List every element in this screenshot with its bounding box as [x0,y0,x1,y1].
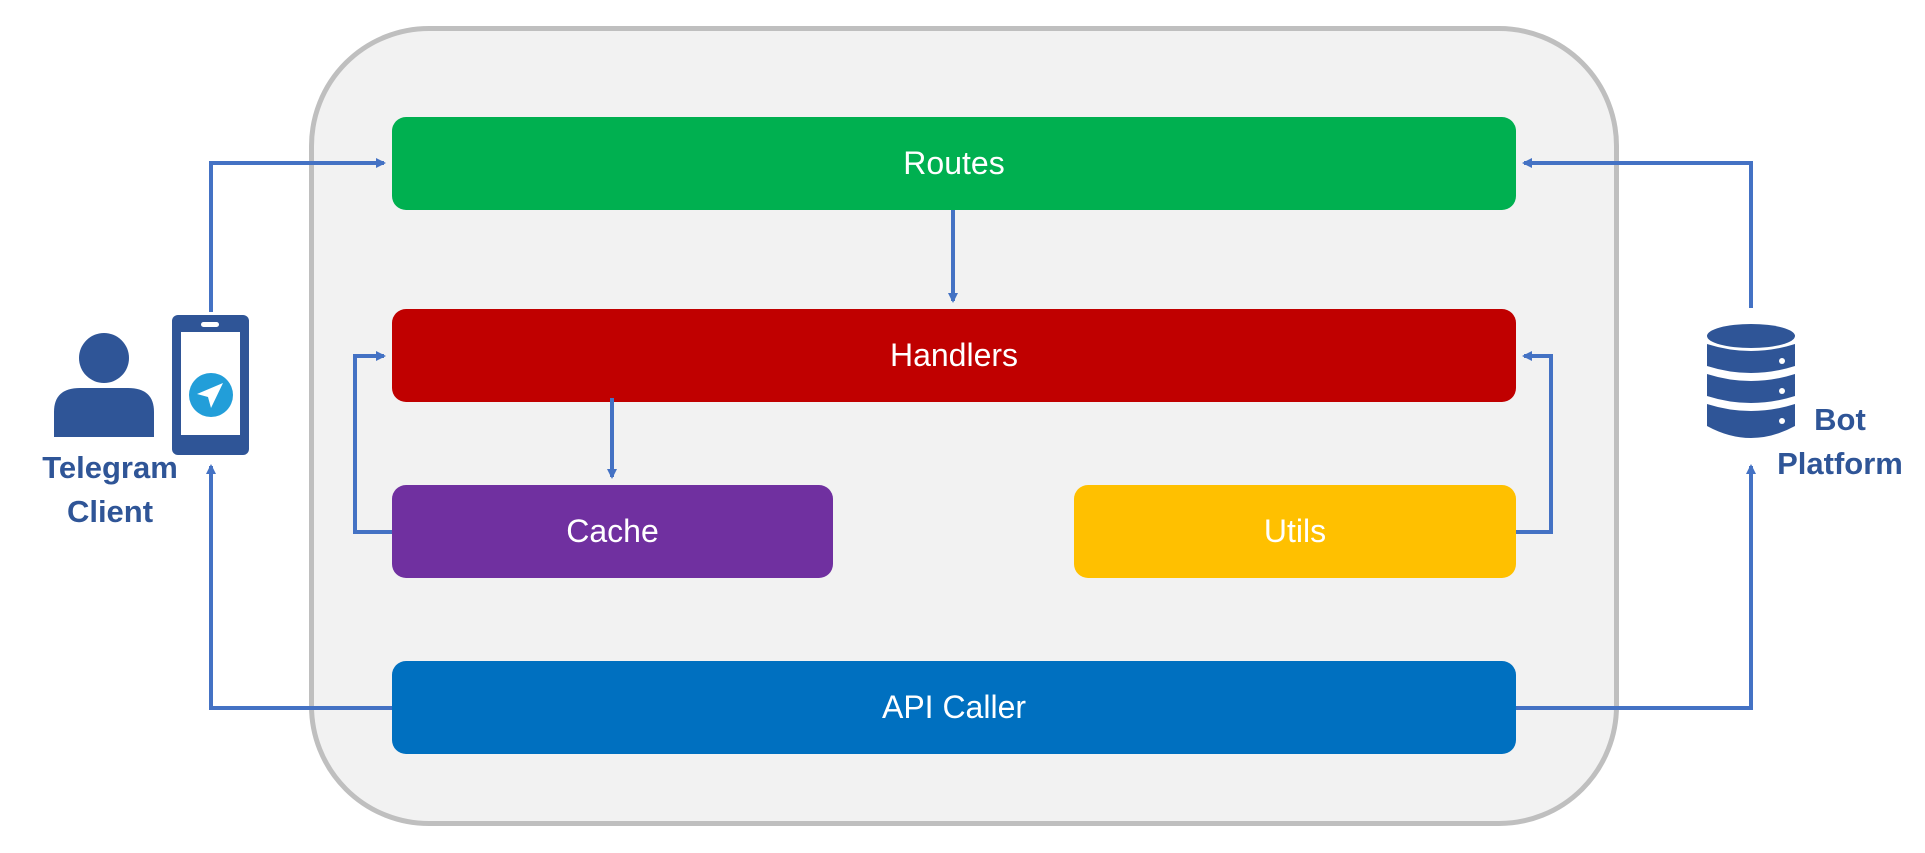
phone-icon [172,315,249,455]
arrow-platform-to-routes [1522,158,1753,308]
handlers-label: Handlers [889,337,1019,373]
api-caller-label: API Caller [881,689,1027,725]
api-caller-block: API Caller [392,661,1516,754]
arrow-cache-to-handlers [353,351,392,534]
telegram-icon [189,373,233,417]
arrow-api-to-platform [1516,464,1756,710]
telegram-client-label: Telegram Client [42,450,178,529]
arrow-api-to-client [206,464,392,710]
routes-block: Routes [392,117,1516,210]
database-icon [1707,324,1795,438]
arrow-client-to-routes [209,158,386,312]
bot-platform-label: Bot Platform [1777,402,1903,481]
arrow-utils-to-handlers [1516,351,1553,534]
cache-block: Cache [392,485,833,578]
cache-label: Cache [566,513,659,549]
handlers-block: Handlers [392,309,1516,402]
utils-label: Utils [1263,513,1327,549]
user-icon [54,333,154,437]
routes-label: Routes [903,145,1005,181]
utils-block: Utils [1074,485,1516,578]
